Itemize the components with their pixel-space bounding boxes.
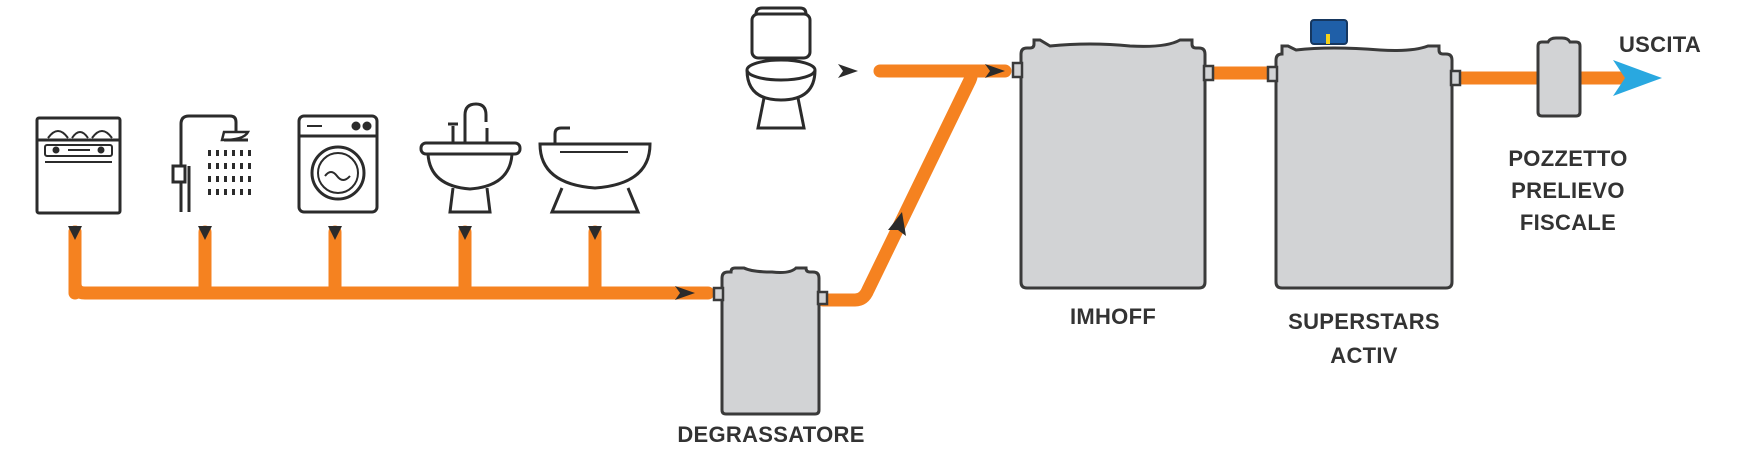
pipes: [68, 64, 1632, 307]
arrow-up-icon: [888, 212, 906, 236]
arrow-down-icon: [68, 226, 82, 240]
imhoff-inlet: [1011, 61, 1024, 79]
superstars-label-line1: SUPERSTARS: [1288, 309, 1440, 334]
superstars-activ-tank: [1266, 19, 1462, 290]
arrow-down-icon: [458, 226, 472, 240]
outlet-arrow-icon: [1613, 60, 1662, 96]
degrassatore-tank: [712, 266, 829, 416]
flow-arrows: [68, 64, 1005, 300]
superstars-body: [1274, 44, 1454, 290]
superstars-outlet: [1449, 69, 1462, 87]
arrow-right-icon: [675, 286, 695, 300]
arrow-down-icon: [328, 226, 342, 240]
collector-pipe: [68, 225, 715, 300]
shower-icon: [171, 114, 251, 212]
pozzetto-body: [1536, 36, 1582, 118]
degrassatore-label: DEGRASSATORE: [677, 422, 865, 447]
imhoff-tank: [1011, 38, 1215, 290]
arrow-right-icon: [838, 64, 858, 78]
arrow-right-icon: [985, 64, 1005, 78]
valve-indicator: [1326, 34, 1330, 44]
bidet-icon: [538, 126, 652, 214]
dishwasher-icon: [35, 116, 122, 215]
degrassatore-body: [720, 266, 821, 416]
uscita-label: USCITA: [1618, 32, 1702, 57]
imhoff-outlet: [1202, 64, 1215, 82]
washing-machine-icon: [297, 114, 379, 214]
sink-icon: [419, 102, 522, 214]
superstars-label-line2: ACTIV: [1330, 343, 1398, 368]
imhoff-body: [1019, 38, 1207, 290]
shower-water-drops: [208, 150, 251, 195]
pozzetto-label-line2: PRELIEVO: [1511, 178, 1625, 203]
arrow-down-icon: [588, 226, 602, 240]
pozzetto-label-line3: FISCALE: [1519, 210, 1617, 235]
pozzetto-label-line1: POZZETTO: [1508, 146, 1628, 171]
degrassatore-outlet: [816, 290, 829, 306]
pipe-degrassatore-to-imhoff: [816, 64, 978, 307]
pozzetto-well: [1536, 36, 1582, 118]
arrow-down-icon: [198, 226, 212, 240]
degrassatore-inlet: [712, 286, 725, 302]
superstars-inlet: [1266, 65, 1279, 83]
toilet-icon: [745, 6, 817, 130]
imhoff-label: IMHOFF: [1069, 304, 1157, 329]
